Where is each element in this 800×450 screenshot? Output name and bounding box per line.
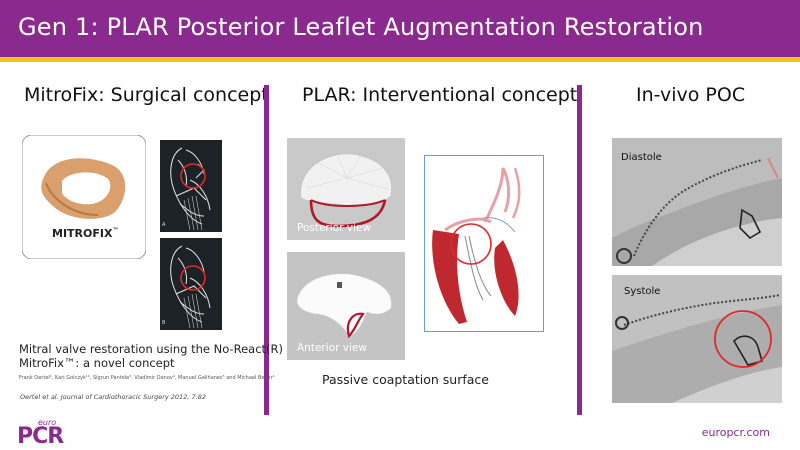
- heart-diagram-image: [424, 155, 544, 332]
- xray-diastole-image: Diastole: [612, 138, 782, 266]
- surgical-diagram-a-image: A: [160, 140, 222, 232]
- mitrofix-device-image: MITROFIX™: [22, 135, 146, 259]
- slide-title: Gen 1: PLAR Posterior Leaflet Augmentati…: [18, 13, 704, 41]
- mitrofix-logo-tm: ™: [112, 227, 119, 234]
- paper-authors: Frank Oertel¹, Kari Golczyk¹², Sigrun Pa…: [19, 375, 275, 381]
- europcr-logo-pcr: PCR: [17, 424, 64, 449]
- posterior-view-label: Posterior view: [297, 222, 371, 234]
- panel-a-label: A: [162, 222, 166, 228]
- systole-label: Systole: [624, 286, 661, 297]
- xray-systole-image: Systole: [612, 275, 782, 403]
- surgical-diagram-b-image: B: [160, 238, 222, 330]
- passive-coaptation-caption: Passive coaptation surface: [322, 372, 489, 387]
- anterior-view-label: Anterior view: [297, 342, 367, 354]
- paper-citation: Oertel et al. Journal of Cardiothoracic …: [20, 393, 207, 401]
- diastole-label: Diastole: [621, 152, 662, 163]
- title-bar: Gen 1: PLAR Posterior Leaflet Augmentati…: [0, 0, 800, 62]
- paper-title-line1: Mitral valve restoration using the No-Re…: [19, 342, 284, 356]
- panel-b-label: B: [162, 320, 166, 326]
- paper-title-line2: MitroFix™: a novel concept: [19, 356, 175, 370]
- europcr-logo-euro: euro: [38, 418, 57, 427]
- column-divider-right: [577, 85, 582, 415]
- heading-invivo: In-vivo POC: [636, 84, 746, 106]
- valve-posterior-photo: Posterior view: [287, 138, 405, 240]
- column-divider-left: [264, 85, 269, 415]
- heading-interventional: PLAR: Interventional concept: [302, 84, 578, 106]
- europcr-url: europcr.com: [701, 426, 770, 439]
- valve-anterior-photo: Anterior view: [287, 252, 405, 360]
- title-accent-stripe: [0, 57, 800, 62]
- mitrofix-logo-text: MITROFIX: [52, 227, 113, 240]
- heading-surgical: MitroFix: Surgical concept: [24, 84, 269, 106]
